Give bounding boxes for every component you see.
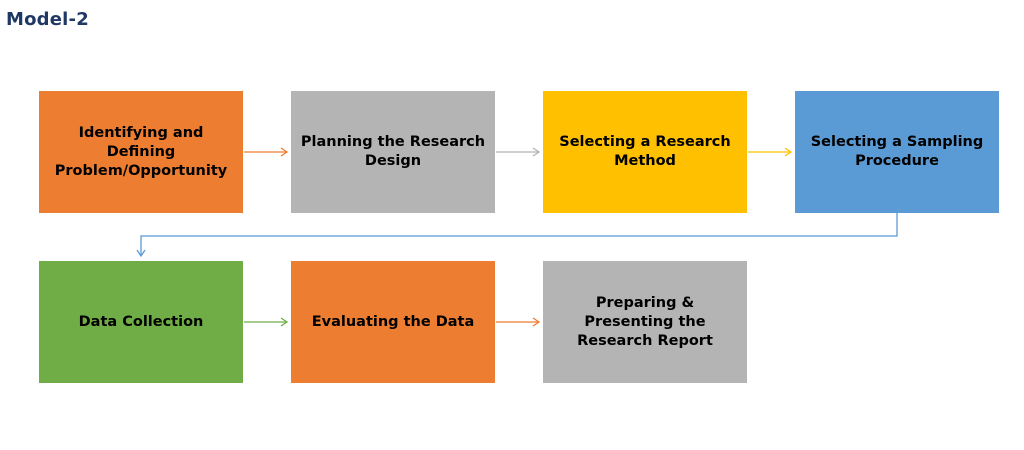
- step-selecting-sampling: Selecting a Sampling Procedure: [795, 91, 999, 213]
- step-selecting-method: Selecting a Research Method: [543, 91, 747, 213]
- arrow-step1-to-step2: [244, 147, 289, 157]
- arrow-step5-to-step6: [244, 317, 289, 327]
- step-label: Selecting a Sampling Procedure: [810, 134, 984, 169]
- step-label: Evaluating the Data: [311, 313, 475, 330]
- step-evaluating-data: Evaluating the Data: [291, 261, 495, 383]
- step-preparing-report: Preparing & Presenting the Research Repo…: [543, 261, 747, 383]
- step-label: Planning the Research Design: [300, 134, 486, 169]
- step-planning-design: Planning the Research Design: [291, 91, 495, 213]
- step-identifying-problem: Identifying and Defining Problem/Opportu…: [39, 91, 243, 213]
- arrow-step3-to-step4: [748, 147, 793, 157]
- step-label: Preparing & Presenting the Research Repo…: [577, 294, 713, 349]
- step-label: Data Collection: [78, 313, 204, 330]
- step-data-collection: Data Collection: [39, 261, 243, 383]
- arrow-step2-to-step3: [496, 147, 541, 157]
- arrow-step6-to-step7: [496, 317, 541, 327]
- step-label: Selecting a Research Method: [559, 134, 731, 169]
- diagram-title: Model-2: [6, 9, 89, 30]
- step-label: Identifying and Defining Problem/Opportu…: [54, 124, 228, 179]
- arrow-step4-to-step5: [136, 213, 898, 258]
